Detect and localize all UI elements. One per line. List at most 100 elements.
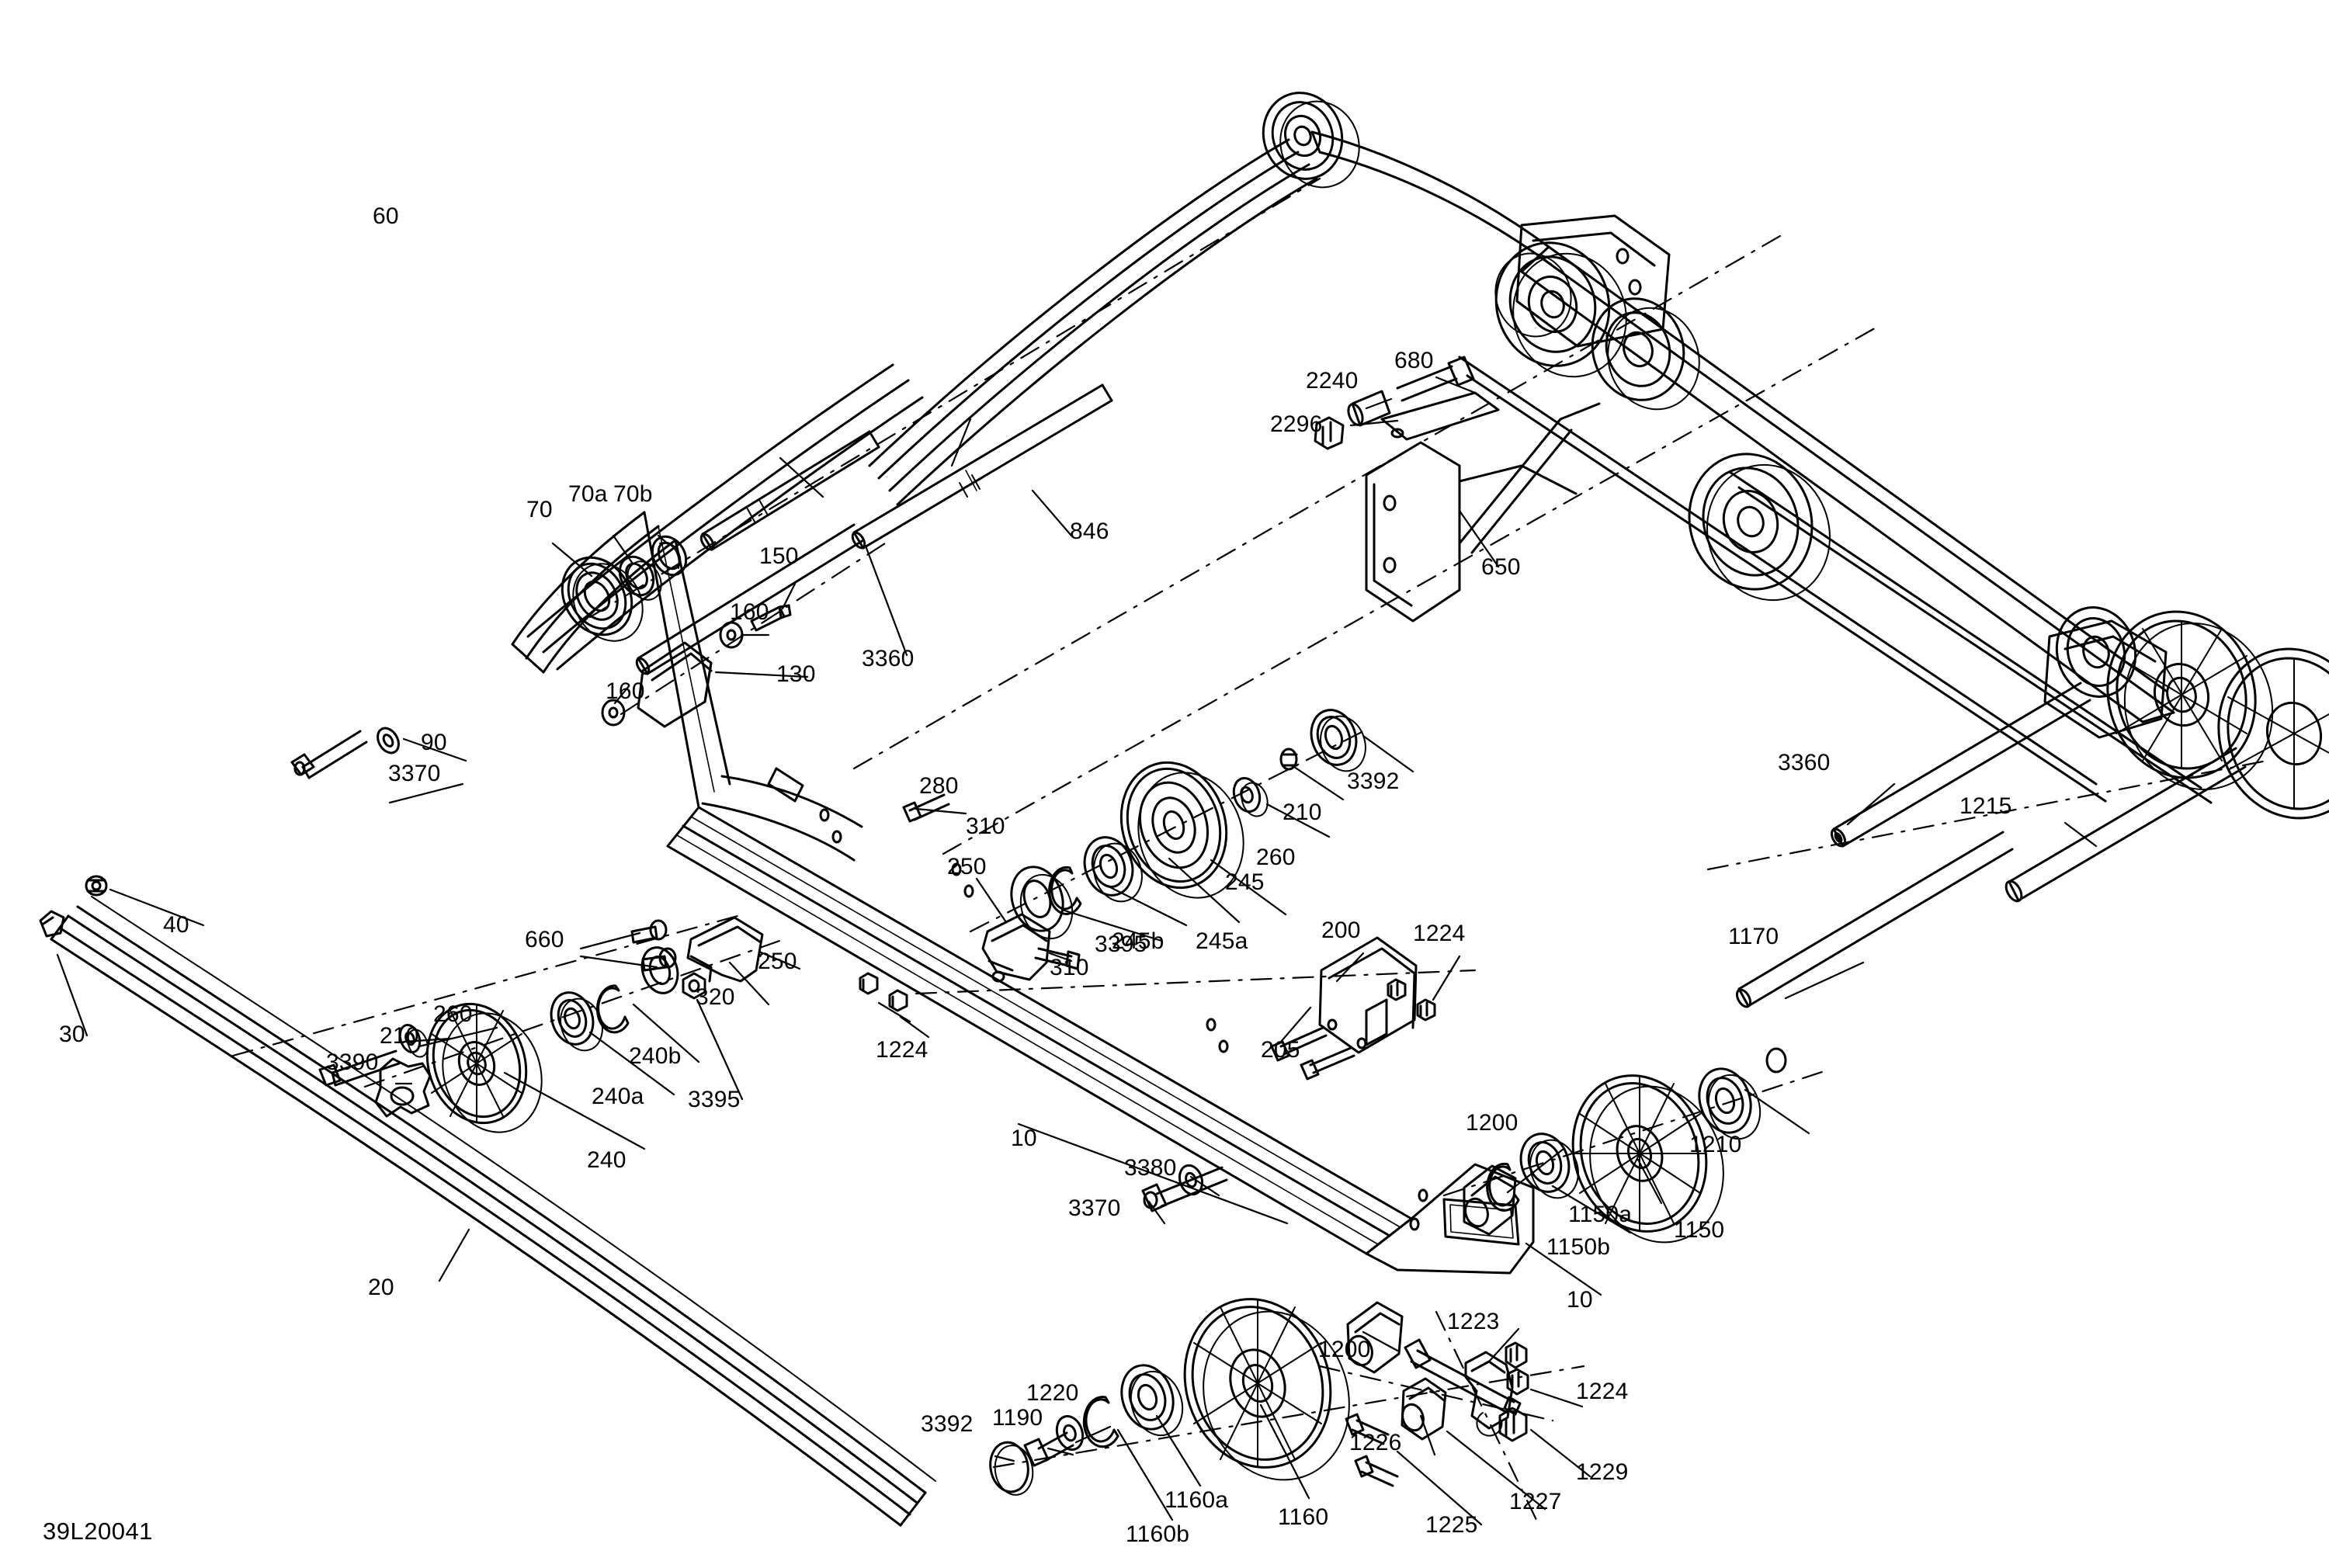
callout-3395-mid: 3395 <box>1095 931 1147 957</box>
callout-245b: 245b <box>1112 928 1164 954</box>
nut-1224-c <box>859 972 879 995</box>
callout-260-mid: 260 <box>1256 845 1296 870</box>
bolt-205-a <box>1270 1026 1328 1062</box>
wheel-1160 <box>1183 1298 1350 1481</box>
callout-60: 60 <box>373 203 399 229</box>
bracket-250-left <box>686 916 764 983</box>
center-lines <box>231 177 2268 1523</box>
callout-210-mid: 210 <box>1283 800 1322 825</box>
callout-3392-mid: 3392 <box>1347 768 1400 794</box>
bolt-1226 <box>1404 1338 1522 1416</box>
callout-130: 130 <box>776 661 816 687</box>
callout-240a: 240a <box>592 1084 644 1109</box>
nut-1224-a <box>1387 978 1407 1001</box>
bolt-210-left <box>318 1049 401 1087</box>
rail-clip-30 <box>39 910 65 938</box>
callout-1200-right: 1200 <box>1466 1110 1519 1136</box>
callout-3395-left: 3395 <box>688 1087 741 1112</box>
callout-240b: 240b <box>629 1043 682 1069</box>
wheel-right-small <box>2055 606 2137 698</box>
callout-1200-bottom: 1200 <box>1318 1337 1371 1362</box>
callout-210-left: 210 <box>380 1023 419 1049</box>
callout-1226: 1226 <box>1349 1430 1402 1455</box>
callout-3360-left: 3360 <box>862 646 915 671</box>
callout-2296: 2296 <box>1270 411 1323 437</box>
leader-lines <box>56 376 2098 1526</box>
callout-1190: 1190 <box>992 1405 1043 1431</box>
callout-205: 205 <box>1261 1037 1300 1063</box>
callout-1227: 1227 <box>1509 1489 1562 1514</box>
callout-1224-c: 1224 <box>1576 1379 1629 1404</box>
callout-245: 245 <box>1225 869 1265 895</box>
bracket-3390 <box>374 1057 432 1118</box>
callout-30: 30 <box>59 1022 85 1047</box>
callout-10-b: 10 <box>1567 1287 1593 1313</box>
bolt-1227-b <box>1354 1455 1399 1487</box>
callout-1224-b: 1224 <box>1413 921 1466 946</box>
hub-1200-right <box>1463 1164 1517 1236</box>
callout-160-bottom: 160 <box>606 678 645 704</box>
wheel-right-spoked-b <box>2217 647 2329 820</box>
callout-245a: 245a <box>1196 928 1248 954</box>
callout-90: 90 <box>421 730 447 755</box>
callout-1224-a: 1224 <box>876 1037 928 1063</box>
callout-70: 70 <box>526 497 553 522</box>
callout-1220: 1220 <box>1026 1380 1079 1406</box>
callout-250-mid: 250 <box>947 854 987 879</box>
left-slide-rail <box>50 896 936 1527</box>
retainer-245b <box>1048 866 1082 915</box>
callout-3390: 3390 <box>326 1049 379 1075</box>
bolt-3370-left <box>290 730 368 779</box>
wheel-top-mid <box>1494 241 1627 378</box>
callout-1160: 1160 <box>1278 1504 1329 1530</box>
clamp-1225 <box>1401 1377 1447 1441</box>
callout-1229: 1229 <box>1576 1459 1629 1485</box>
callout-1150a: 1150a <box>1568 1202 1633 1227</box>
callout-650: 650 <box>1481 554 1521 580</box>
callout-1160b: 1160b <box>1126 1521 1190 1547</box>
callout-1225: 1225 <box>1425 1512 1478 1538</box>
drawing-number: 39L20041 <box>43 1518 153 1545</box>
shaft-1170 <box>1735 831 2014 1008</box>
cap-3392-bottom <box>989 1441 1034 1496</box>
bracket-250-mid <box>981 913 1051 983</box>
nut-1224-b <box>1416 998 1436 1022</box>
callout-3370-bottom: 3370 <box>1068 1195 1121 1221</box>
callout-40: 40 <box>163 912 189 938</box>
bolt-660-a <box>630 919 668 944</box>
callout-3380: 3380 <box>1124 1155 1177 1181</box>
washer-90 <box>377 727 400 755</box>
upper-frame-assembly <box>526 130 2213 804</box>
callout-1210: 1210 <box>1689 1132 1742 1157</box>
callout-260-left: 260 <box>433 1001 473 1027</box>
callout-680: 680 <box>1394 348 1434 373</box>
bolt-310-upper <box>902 793 950 823</box>
screw-150 <box>750 604 792 632</box>
callout-150: 150 <box>759 543 799 569</box>
bolt-205-b <box>1300 1046 1355 1081</box>
callout-1150: 1150 <box>1674 1217 1725 1243</box>
bearing-3392-mid <box>1310 709 1366 772</box>
bushing-130 <box>637 641 713 728</box>
callout-846: 846 <box>1070 519 1109 544</box>
retainer-240b <box>595 984 630 1034</box>
hub-3395-mid <box>1010 866 1074 940</box>
shaft-1215 <box>2004 747 2247 903</box>
bolt-210-mid <box>1279 748 1298 771</box>
wheel-right-spoked-a <box>2106 610 2274 791</box>
callout-200: 200 <box>1321 918 1361 943</box>
callout-660: 660 <box>525 927 564 952</box>
bolt-310-mid <box>1034 947 1081 970</box>
spacer-260-left <box>398 1023 429 1058</box>
nut-1224-e <box>1505 1341 1528 1369</box>
bearing-245a <box>1083 836 1143 903</box>
callout-1150b: 1150b <box>1546 1234 1611 1260</box>
nut-1224-f <box>1506 1368 1529 1396</box>
nut-1229 <box>1498 1407 1528 1442</box>
wheel-center-large <box>1688 453 1831 602</box>
bolt-1227-a <box>1345 1413 1390 1445</box>
callout-1170: 1170 <box>1728 924 1779 949</box>
callout-240: 240 <box>587 1147 627 1173</box>
